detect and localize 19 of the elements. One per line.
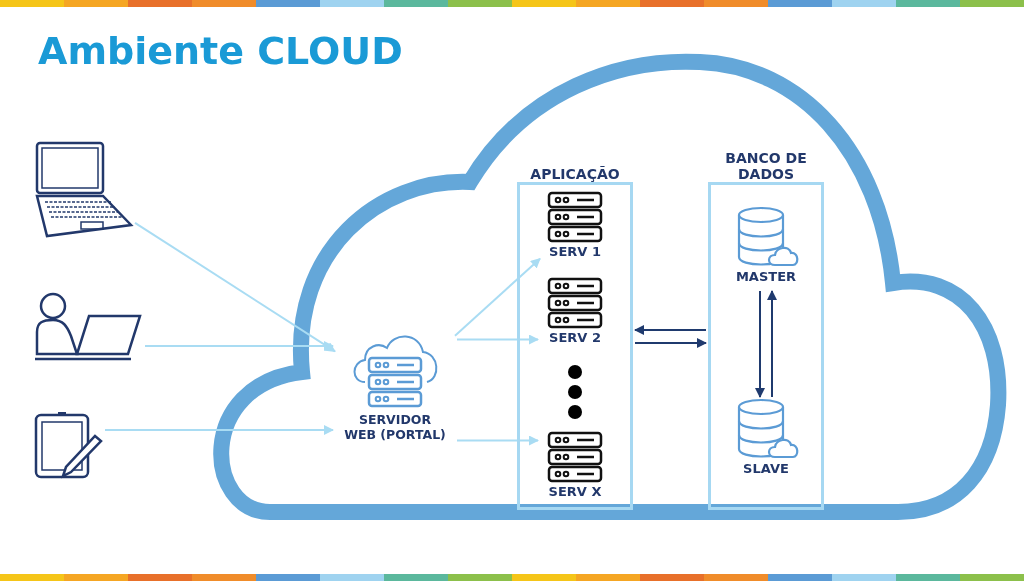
node-label: MASTER [734, 269, 798, 284]
node-label: SLAVE [742, 461, 790, 476]
arrow [767, 290, 777, 398]
node-label: SERV X [547, 484, 603, 499]
arrow [456, 435, 539, 446]
title: Ambiente CLOUD [38, 28, 403, 74]
group-heading: APLICAÇÃO [529, 166, 621, 182]
arrow [634, 325, 707, 335]
arrow [456, 334, 539, 345]
arrow [454, 257, 541, 337]
node-label: SERVIDOR WEB (PORTAL) [343, 412, 447, 442]
arrow [634, 338, 707, 348]
arrow [755, 290, 765, 398]
arrow [144, 341, 334, 351]
arrow [134, 221, 336, 353]
arrow [104, 425, 334, 435]
group-heading: BANCO DE DADOS [724, 150, 808, 182]
node-label: SERV 2 [548, 330, 602, 345]
node-label: SERV 1 [548, 244, 602, 259]
